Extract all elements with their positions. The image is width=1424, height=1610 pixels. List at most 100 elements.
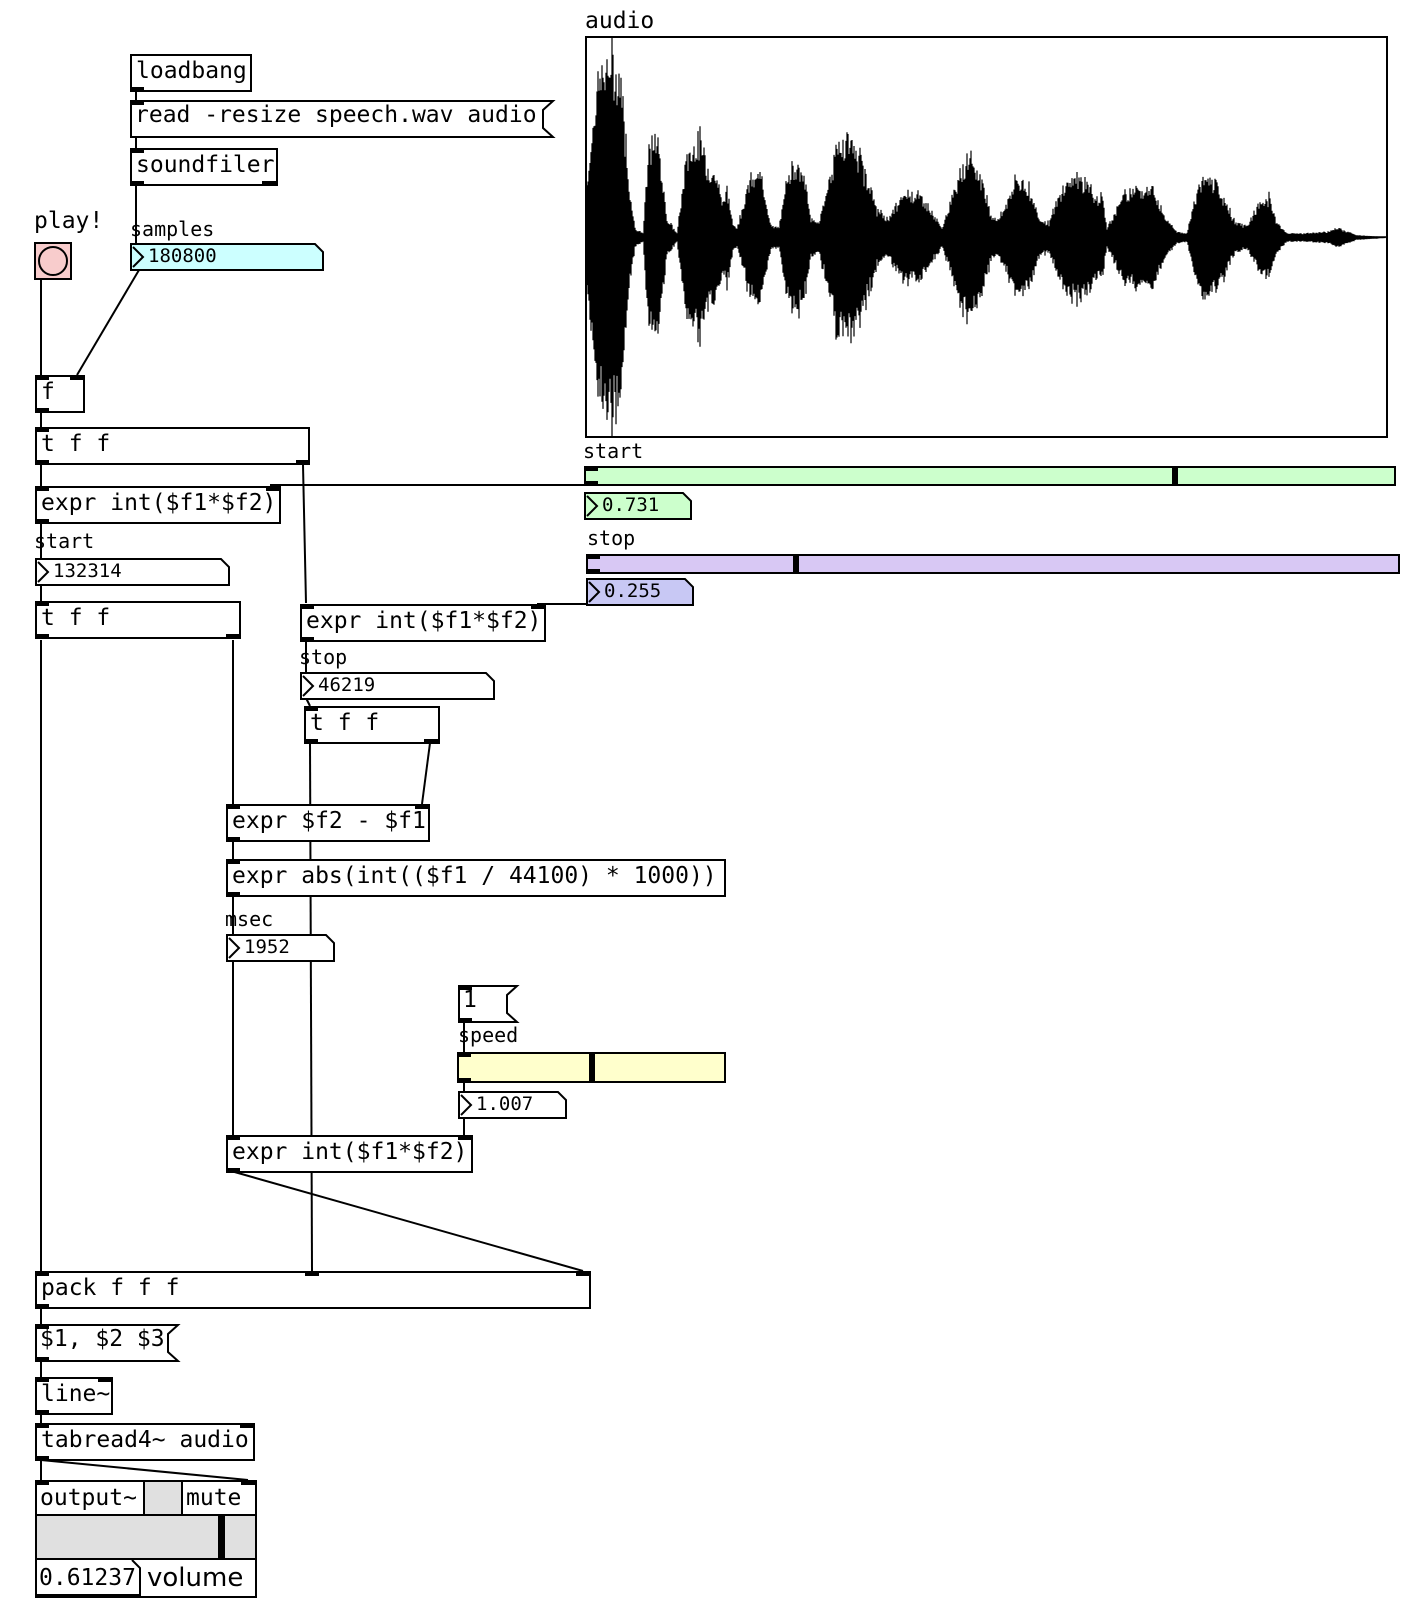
soundfiler-object[interactable]: soundfiler xyxy=(130,148,278,186)
slider-knob xyxy=(589,1054,595,1081)
output-title: output~ xyxy=(37,1482,145,1516)
outlet xyxy=(130,87,144,92)
expr-speed-object[interactable]: expr int($f1*$f2) xyxy=(226,1135,473,1173)
bang-circle-icon xyxy=(38,246,68,276)
outlet xyxy=(130,181,144,186)
one-message-text: 1 xyxy=(463,987,477,1013)
outlet xyxy=(457,1078,471,1083)
speed-number-box[interactable]: 1.007 xyxy=(458,1091,567,1119)
inlet xyxy=(35,427,49,432)
trigger-1-text: t f f xyxy=(41,431,111,457)
stop-number-box[interactable]: 46219 xyxy=(300,672,495,700)
inlet xyxy=(35,1377,49,1382)
stop-value: 46219 xyxy=(318,674,376,696)
inlet xyxy=(35,1480,49,1485)
inlet xyxy=(576,1271,590,1276)
outlet xyxy=(35,1304,49,1309)
inlet xyxy=(98,1377,112,1382)
start-slider[interactable] xyxy=(584,466,1396,486)
loadbang-object[interactable]: loadbang xyxy=(130,54,252,92)
number-box-outline xyxy=(586,578,694,606)
start-value: 132314 xyxy=(53,560,122,582)
outlet xyxy=(226,837,240,842)
float-object[interactable]: f xyxy=(35,375,85,413)
inlet xyxy=(35,1271,49,1276)
inlet xyxy=(35,375,49,380)
outlet xyxy=(35,634,49,639)
start-number-box[interactable]: 132314 xyxy=(35,558,230,586)
outlet xyxy=(586,569,600,574)
tabread-text: tabread4~ audio xyxy=(41,1427,249,1453)
volume-slider[interactable] xyxy=(37,1516,255,1560)
stop-ratio-number-box[interactable]: 0.255 xyxy=(586,578,694,606)
tabread-object[interactable]: tabread4~ audio xyxy=(35,1423,255,1461)
stop-slider[interactable] xyxy=(586,554,1400,574)
expr-start-object[interactable]: expr int($f1*$f2) xyxy=(35,486,281,524)
outlet xyxy=(35,1410,49,1415)
outlet xyxy=(35,1456,49,1461)
loadbang-text: loadbang xyxy=(136,58,247,84)
expr-stop-text: expr int($f1*$f2) xyxy=(306,608,542,634)
trigger-object-3[interactable]: t f f xyxy=(304,706,440,744)
outlet xyxy=(584,481,598,486)
outlet xyxy=(458,1018,472,1023)
pack-object[interactable]: pack f f f xyxy=(35,1271,591,1309)
play-bang-button[interactable] xyxy=(34,242,72,280)
inlet xyxy=(584,466,598,471)
number-box-outline xyxy=(35,558,230,586)
outlet xyxy=(226,634,240,639)
outlet xyxy=(300,637,314,642)
start-number-label: start xyxy=(34,529,95,553)
array-name-label: audio xyxy=(585,8,655,34)
outlet xyxy=(35,408,49,413)
waveform-plot xyxy=(587,38,1386,436)
line-text: line~ xyxy=(41,1381,111,1407)
expr-diff-object[interactable]: expr $f2 - $f1 xyxy=(226,804,430,842)
ramp-message[interactable]: $1, $2 $3 xyxy=(35,1324,181,1362)
number-box-outline xyxy=(584,492,692,520)
outlet xyxy=(226,1168,240,1173)
inlet xyxy=(35,1324,49,1329)
inlet xyxy=(240,1423,254,1428)
expr-msec-object[interactable]: expr abs(int(($f1 / 44100) * 1000)) xyxy=(226,859,726,897)
inlet xyxy=(35,486,49,491)
number-box-outline xyxy=(226,934,335,962)
audio-array-graph[interactable] xyxy=(585,36,1388,438)
play-label: play! xyxy=(34,208,104,234)
stop-number-label: stop xyxy=(299,645,348,669)
ramp-message-text: $1, $2 $3 xyxy=(40,1326,165,1352)
start-ratio-value: 0.731 xyxy=(602,494,660,516)
inlet xyxy=(70,375,84,380)
speed-slider[interactable] xyxy=(457,1052,726,1083)
line-object[interactable]: line~ xyxy=(35,1377,113,1415)
mute-toggle[interactable] xyxy=(145,1482,181,1516)
trigger-object-1[interactable]: t f f xyxy=(35,427,310,465)
start-ratio-number-box[interactable]: 0.731 xyxy=(584,492,692,520)
outlet xyxy=(35,1357,49,1362)
read-message[interactable]: read -resize speech.wav audio xyxy=(130,100,556,138)
inlet xyxy=(130,148,144,153)
inlet xyxy=(241,1480,255,1485)
number-box-outline xyxy=(130,243,324,271)
trigger-object-2[interactable]: t f f xyxy=(35,601,241,639)
expr-msec-text: expr abs(int(($f1 / 44100) * 1000)) xyxy=(232,863,717,889)
inlet xyxy=(458,985,472,990)
outlet xyxy=(35,519,49,524)
mute-label: mute xyxy=(181,1482,255,1516)
volume-number-box[interactable]: 0.61237 xyxy=(37,1559,143,1596)
expr-speed-text: expr int($f1*$f2) xyxy=(232,1139,468,1165)
speed-label: speed xyxy=(458,1023,519,1047)
samples-number-box[interactable]: 180800 xyxy=(130,243,324,271)
inlet xyxy=(35,1423,49,1428)
number-box-outline xyxy=(458,1091,567,1119)
inlet xyxy=(226,804,240,809)
soundfiler-text: soundfiler xyxy=(136,152,275,178)
inlet xyxy=(130,100,144,105)
expr-stop-object[interactable]: expr int($f1*$f2) xyxy=(300,604,546,642)
inlet xyxy=(531,604,545,609)
msec-number-box[interactable]: 1952 xyxy=(226,934,335,962)
samples-value: 180800 xyxy=(148,245,217,267)
output-abstraction: output~ mute 0.61237 volume xyxy=(35,1480,257,1598)
